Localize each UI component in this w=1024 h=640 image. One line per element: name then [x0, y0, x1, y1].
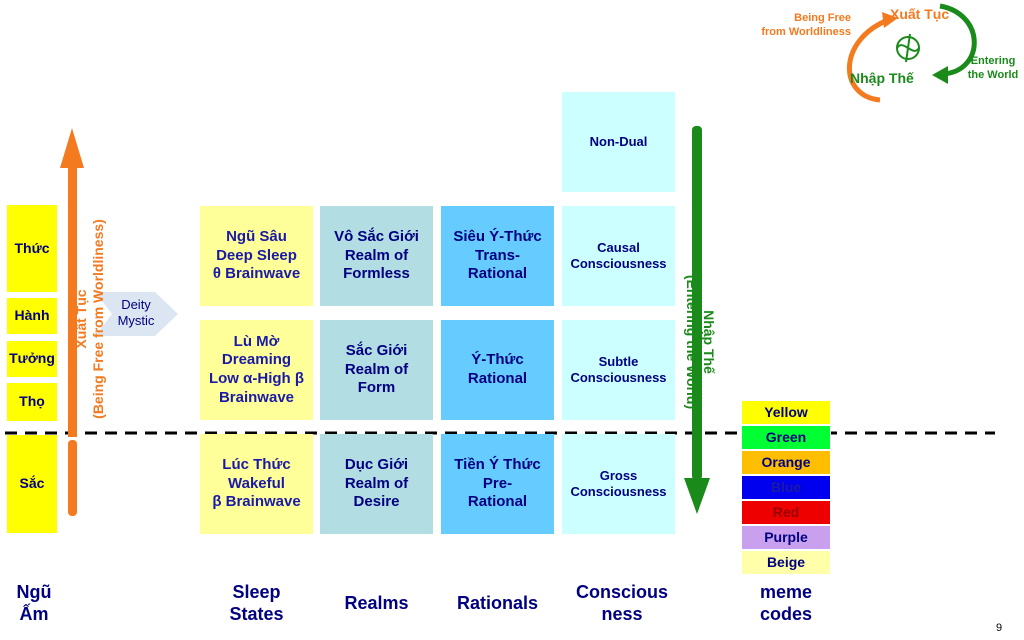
meme-code-orange: Orange — [741, 450, 831, 475]
meme-code-red: Red — [741, 500, 831, 525]
header-meme-codes: meme codes — [759, 582, 813, 624]
left-up-arrow — [60, 128, 84, 516]
consciousness-subtle: Subtle Consciousness — [562, 320, 675, 420]
meme-code-yellow: Yellow — [741, 400, 831, 425]
cycle-emblem — [846, 3, 977, 103]
realm-formless: Vô Sắc Giới Realm of Formless — [320, 206, 433, 306]
realm-desire: Dục Giới Realm of Desire — [320, 434, 433, 534]
ngu-am-tuong: Tưởng — [7, 341, 57, 377]
cycle-left-label: Being Free from Worldliness — [761, 12, 851, 38]
header-ngu-am: Ngũ Ấm — [16, 582, 52, 624]
header-sleep-states: Sleep States — [229, 582, 284, 624]
header-realms: Realms — [344, 593, 409, 613]
cycle-top-label: Xuất Tục — [890, 6, 950, 22]
sleep-wakeful: Lúc Thức Wakeful β Brainwave — [200, 434, 313, 534]
rational-pre: Tiền Ý Thức Pre- Rational — [441, 434, 554, 534]
right-down-arrow — [684, 126, 710, 514]
header-rationals: Rationals — [456, 593, 539, 613]
ngu-am-tho: Thọ — [7, 383, 57, 421]
right-arrow-label: Nhập Thế (Entering the World) — [684, 274, 717, 410]
sleep-deep: Ngũ Sâu Deep Sleep θ Brainwave — [200, 206, 313, 306]
meme-code-green: Green — [741, 425, 831, 450]
sleep-dreaming: Lù Mờ Dreaming Low α-High β Brainwave — [200, 320, 313, 420]
ngu-am-hanh: Hành — [7, 298, 57, 334]
ngu-am-sac: Sắc — [7, 435, 57, 533]
realm-form: Sắc Giới Realm of Form — [320, 320, 433, 420]
header-consciousness: Conscious ness — [575, 582, 668, 624]
cycle-bottom-label: Nhập Thế — [850, 70, 914, 86]
meme-code-beige: Beige — [741, 550, 831, 575]
ngu-am-thuc: Thức — [7, 205, 57, 292]
rational-trans: Siêu Ý-Thức Trans- Rational — [441, 206, 554, 306]
deity-mystic-label: Deity Mystic — [117, 297, 155, 329]
meme-code-purple: Purple — [741, 525, 831, 550]
deity-arrow-shape — [95, 292, 178, 336]
page-number: 9 — [996, 622, 1003, 634]
consciousness-non-dual: Non-Dual — [562, 92, 675, 192]
cycle-right-label: Entering the World — [967, 55, 1019, 81]
meme-code-blue: Blue — [741, 475, 831, 500]
consciousness-gross: Gross Consciousness — [562, 434, 675, 534]
consciousness-causal: Causal Consciousness — [562, 206, 675, 306]
rational-rational: Ý-Thức Rational — [441, 320, 554, 420]
